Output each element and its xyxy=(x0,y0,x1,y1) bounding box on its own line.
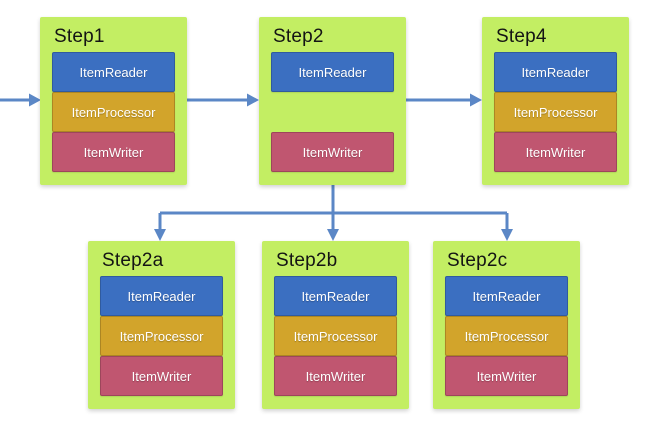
item-processor-bar: ItemProcessor xyxy=(274,316,397,356)
step-box-step2: Step2 ItemReader ItemWriter xyxy=(259,17,406,185)
step-title: Step2 xyxy=(273,26,324,47)
step-box-step2b: Step2b ItemReader ItemProcessor ItemWrit… xyxy=(262,241,409,409)
item-processor-label: ItemProcessor xyxy=(513,104,598,120)
step-title: Step2a xyxy=(102,250,164,271)
item-writer-label: ItemWriter xyxy=(305,368,366,384)
item-reader-bar: ItemReader xyxy=(494,52,617,92)
item-reader-bar: ItemReader xyxy=(274,276,397,316)
item-writer-bar: ItemWriter xyxy=(100,356,223,396)
item-processor-label: ItemProcessor xyxy=(119,328,204,344)
step-title: Step4 xyxy=(496,26,547,47)
arrow-step2-fanout xyxy=(154,185,513,241)
item-reader-label: ItemReader xyxy=(521,64,590,80)
item-writer-bar: ItemWriter xyxy=(445,356,568,396)
item-writer-bar: ItemWriter xyxy=(52,132,175,172)
arrow-external-to-step1 xyxy=(0,93,41,107)
step-box-step2a: Step2a ItemReader ItemProcessor ItemWrit… xyxy=(88,241,235,409)
item-processor-bar: ItemProcessor xyxy=(494,92,617,132)
item-processor-bar: ItemProcessor xyxy=(445,316,568,356)
item-writer-label: ItemWriter xyxy=(83,144,144,160)
item-writer-bar: ItemWriter xyxy=(274,356,397,396)
arrow-step1-to-step2 xyxy=(187,93,259,107)
item-writer-label: ItemWriter xyxy=(476,368,537,384)
item-reader-bar: ItemReader xyxy=(52,52,175,92)
item-processor-label: ItemProcessor xyxy=(293,328,378,344)
item-writer-label: ItemWriter xyxy=(131,368,192,384)
item-writer-bar: ItemWriter xyxy=(271,132,394,172)
item-writer-label: ItemWriter xyxy=(525,144,586,160)
item-processor-label: ItemProcessor xyxy=(71,104,156,120)
item-writer-bar: ItemWriter xyxy=(494,132,617,172)
step-box-step2c: Step2c ItemReader ItemProcessor ItemWrit… xyxy=(433,241,580,409)
arrow-step2-to-step4 xyxy=(406,93,482,107)
item-processor-bar: ItemProcessor xyxy=(52,92,175,132)
item-processor-bar: ItemProcessor xyxy=(100,316,223,356)
step-box-step4: Step4 ItemReader ItemProcessor ItemWrite… xyxy=(482,17,629,185)
item-reader-bar: ItemReader xyxy=(100,276,223,316)
item-reader-label: ItemReader xyxy=(472,288,541,304)
step-title: Step2c xyxy=(447,250,508,271)
step-title: Step2b xyxy=(276,250,338,271)
item-reader-label: ItemReader xyxy=(298,64,367,80)
item-reader-bar: ItemReader xyxy=(271,52,394,92)
item-reader-label: ItemReader xyxy=(127,288,196,304)
step-box-step1: Step1 ItemReader ItemProcessor ItemWrite… xyxy=(40,17,187,185)
item-reader-label: ItemReader xyxy=(79,64,148,80)
item-writer-label: ItemWriter xyxy=(302,144,363,160)
step-title: Step1 xyxy=(54,26,105,47)
item-reader-label: ItemReader xyxy=(301,288,370,304)
item-reader-bar: ItemReader xyxy=(445,276,568,316)
item-processor-label: ItemProcessor xyxy=(464,328,549,344)
